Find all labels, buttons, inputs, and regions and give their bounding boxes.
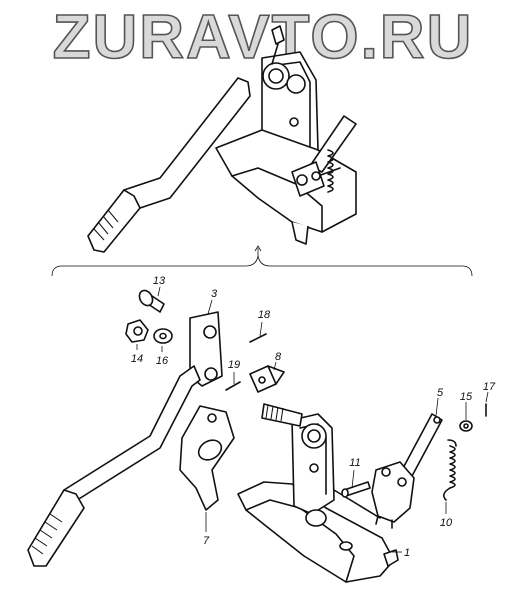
part-15-washer xyxy=(459,420,473,432)
part-19-pin xyxy=(225,381,241,391)
exploded-view-bracket xyxy=(51,245,473,277)
part-10-spring xyxy=(442,439,457,501)
part-16-washer xyxy=(153,328,173,344)
callout-1: 1 xyxy=(404,547,410,559)
part-3-pedal-lever xyxy=(27,311,223,567)
part-1-base-bracket xyxy=(237,403,399,583)
callout-11: 11 xyxy=(349,457,360,469)
part-5-lever xyxy=(371,413,443,529)
part-13-pin xyxy=(138,289,165,313)
callout-16: 16 xyxy=(156,355,169,367)
part-11-pin xyxy=(341,481,371,498)
callout-5: 5 xyxy=(437,387,444,399)
watermark-logo: ZURAVTO.RU xyxy=(52,6,474,68)
callout-3: 3 xyxy=(211,288,218,300)
callout-13: 13 xyxy=(153,275,166,287)
callout-17: 17 xyxy=(483,381,496,393)
callout-18: 18 xyxy=(258,309,271,321)
assembled-pedal-view xyxy=(87,25,357,253)
callout-19: 19 xyxy=(228,359,240,371)
callout-10: 10 xyxy=(440,517,453,529)
watermark-text: ZURAVTO.RU xyxy=(53,6,474,68)
callout-labels: 13 3 18 14 16 19 8 5 15 17 11 10 7 1 xyxy=(131,275,496,559)
callout-15: 15 xyxy=(460,391,473,403)
part-8-plate xyxy=(249,365,285,393)
callout-leaders xyxy=(136,286,489,553)
part-18-pin xyxy=(249,333,267,343)
part-7-hook-plate xyxy=(179,405,235,511)
callout-8: 8 xyxy=(275,351,282,363)
part-14-nut xyxy=(125,319,149,343)
callout-14: 14 xyxy=(131,353,143,365)
callout-7: 7 xyxy=(203,535,210,547)
